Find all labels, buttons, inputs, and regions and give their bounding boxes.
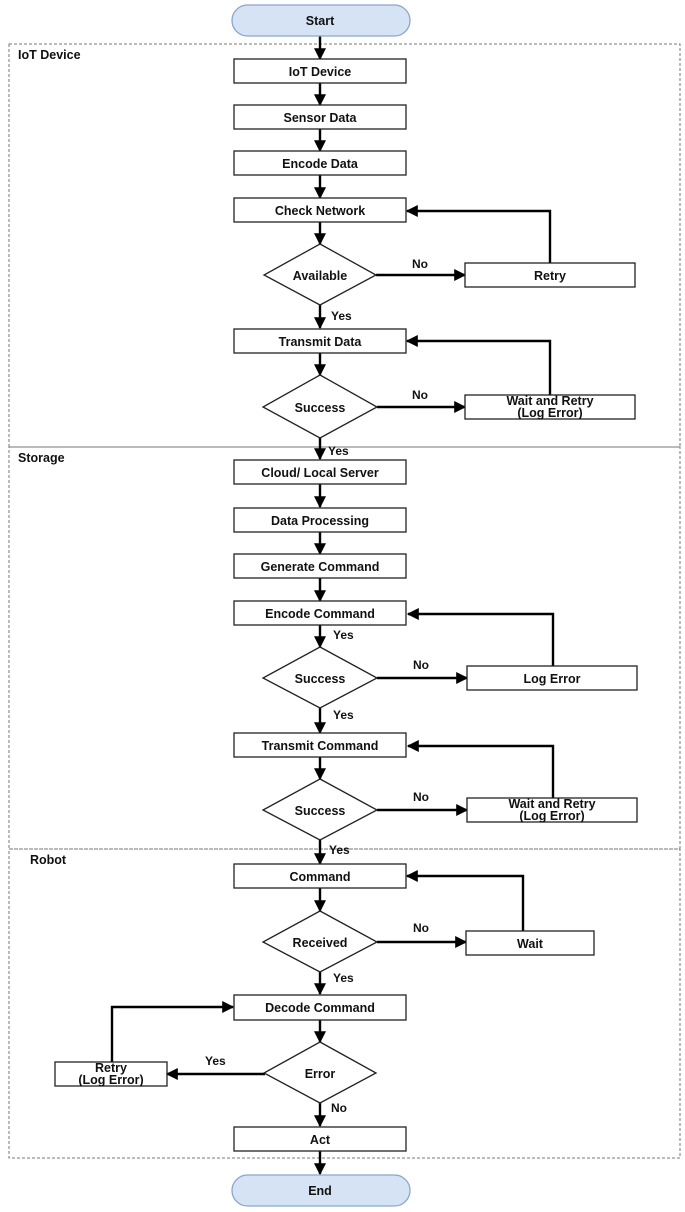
edge-label-success1-yes: Yes [328, 444, 349, 458]
act-label: Act [310, 1133, 331, 1147]
wait-retry2-line2: (Log Error) [519, 809, 584, 823]
log-error-box [466, 665, 638, 691]
wait-retry1-line2: (Log Error) [517, 406, 582, 420]
available-diamond [262, 243, 378, 306]
success2-diamond [261, 646, 379, 709]
wait-retry2-box [466, 797, 638, 823]
retry2-line2: (Log Error) [78, 1073, 143, 1087]
end-label: End [308, 1184, 332, 1198]
check-network-box [233, 197, 407, 223]
data-processing-box [233, 507, 407, 533]
error-label: Error [305, 1067, 336, 1081]
retry-label: Retry [534, 269, 566, 283]
success1-diamond [261, 374, 379, 439]
encode-command-box [233, 600, 407, 626]
command-label: Command [289, 870, 350, 884]
data-processing-label: Data Processing [271, 514, 369, 528]
wait-box [465, 930, 595, 956]
iot-device-box [233, 58, 407, 84]
command-box [233, 863, 407, 889]
lane-iot-device [8, 43, 681, 448]
error-diamond [262, 1041, 378, 1104]
edge-label-error-no: No [331, 1101, 347, 1115]
sensor-data-box [233, 104, 407, 130]
available-label: Available [293, 269, 347, 283]
received-diamond [261, 910, 379, 973]
log-error-label: Log Error [524, 672, 581, 686]
edge-label-success2-yes: Yes [333, 708, 354, 722]
lane-label-robot: Robot [30, 853, 67, 867]
retry2-line1: Retry [95, 1061, 127, 1075]
retry-box [464, 262, 636, 288]
wait-label: Wait [517, 937, 544, 951]
transmit-data-label: Transmit Data [279, 335, 363, 349]
edge-label-success1-no: No [412, 388, 428, 402]
cloud-server-label: Cloud/ Local Server [261, 466, 379, 480]
received-label: Received [293, 936, 348, 950]
success1-label: Success [295, 401, 346, 415]
end-terminal [231, 1174, 411, 1207]
transmit-command-box [233, 732, 407, 758]
start-label: Start [306, 14, 335, 28]
success2-label: Success [295, 672, 346, 686]
edge-label-available-yes: Yes [331, 309, 352, 323]
edge-label-success3-yes: Yes [329, 843, 350, 857]
generate-command-box [233, 553, 407, 579]
encode-command-label: Encode Command [265, 607, 375, 621]
edge-label-encode-command-yes: Yes [333, 628, 354, 642]
transmit-data-box [233, 328, 407, 354]
decode-command-box [233, 994, 407, 1021]
transmit-command-label: Transmit Command [262, 739, 379, 753]
edge-retry-decode [110, 1001, 235, 1062]
generate-command-label: Generate Command [261, 560, 380, 574]
lane-storage [8, 446, 681, 850]
success3-diamond [261, 778, 379, 841]
edge-wait-command [405, 870, 525, 931]
edge-label-error-yes: Yes [205, 1054, 226, 1068]
edge-logerror-encodecmd [406, 608, 555, 666]
edge-retry-check [405, 205, 552, 263]
edge-waitretry-transmitcmd [406, 740, 555, 798]
wait-retry2-line1: Wait and Retry [508, 797, 595, 811]
wait-retry1-line1: Wait and Retry [506, 394, 593, 408]
edge-label-received-yes: Yes [333, 971, 354, 985]
lane-label-storage: Storage [18, 451, 65, 465]
edges [110, 36, 555, 1176]
act-box [233, 1126, 407, 1152]
lane-robot [8, 848, 681, 1159]
edge-label-received-no: No [413, 921, 429, 935]
check-network-label: Check Network [275, 204, 365, 218]
iot-device-label: IoT Device [289, 65, 352, 79]
decode-command-label: Decode Command [265, 1001, 375, 1015]
lane-label-iot-device: IoT Device [18, 48, 81, 62]
edge-waitretry-transmit [405, 335, 552, 395]
encode-data-box [233, 150, 407, 176]
start-terminal [231, 4, 411, 37]
sensor-data-label: Sensor Data [284, 111, 358, 125]
edge-label-success2-no: No [413, 658, 429, 672]
wait-retry1-box [464, 394, 636, 420]
edge-label-available-no: No [412, 257, 428, 271]
retry2-box [54, 1061, 168, 1087]
cloud-server-box [233, 459, 407, 485]
success3-label: Success [295, 804, 346, 818]
encode-data-label: Encode Data [282, 157, 359, 171]
edge-label-success3-no: No [413, 790, 429, 804]
